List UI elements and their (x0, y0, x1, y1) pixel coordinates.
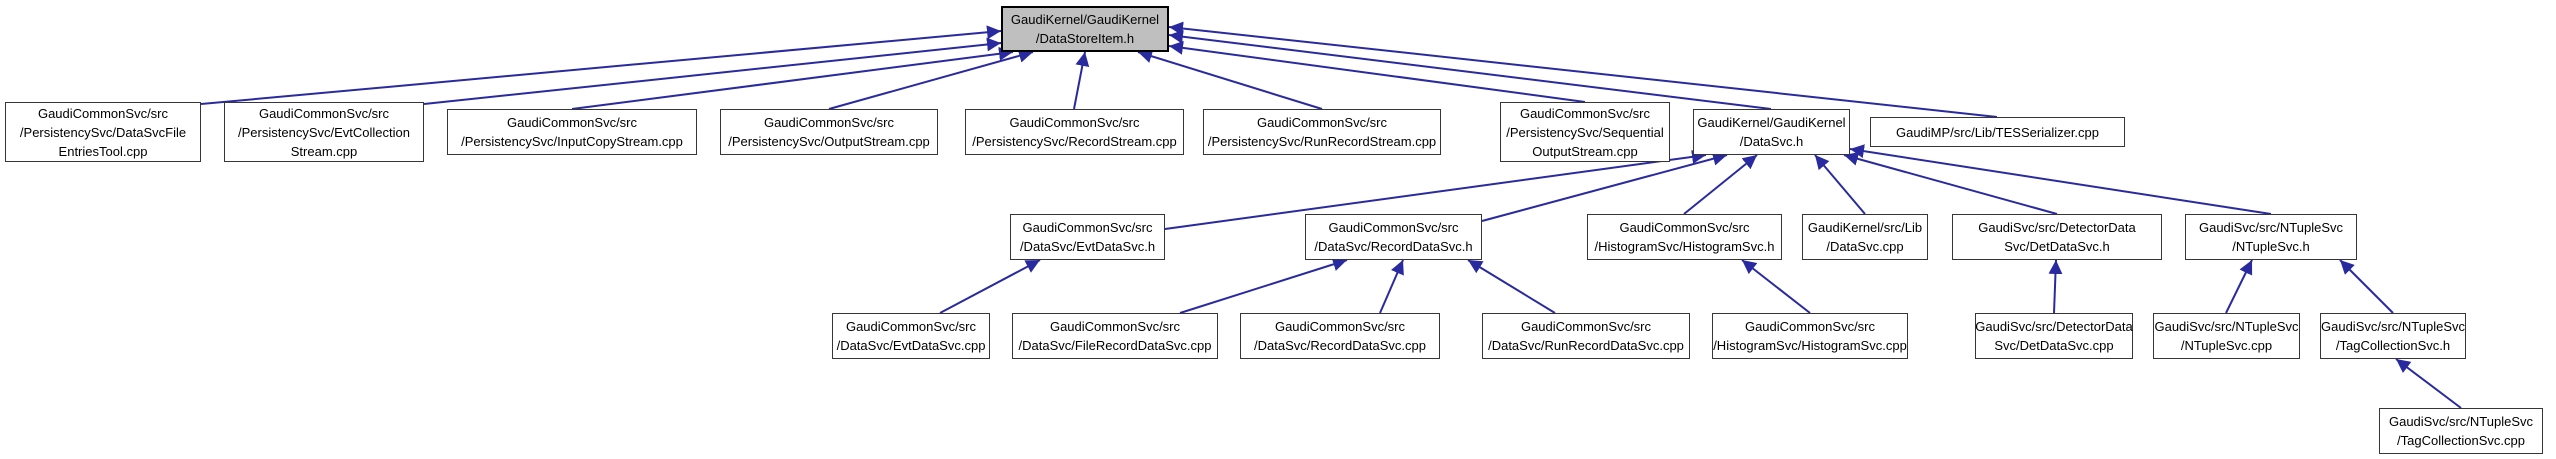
edge-n5-n0 (1073, 51, 1090, 110)
edge-n8-n0 (1168, 29, 1772, 110)
edge-n4-n0 (828, 49, 1034, 110)
node-evtdatasvc-h[interactable]: GaudiCommonSvc/src /DataSvc/EvtDataSvc.h (1010, 214, 1165, 260)
node-evtdatasvc-cpp[interactable]: GaudiCommonSvc/src /DataSvc/EvtDataSvc.c… (832, 313, 990, 359)
node-datasvc-cpp[interactable]: GaudiKernel/src/Lib /DataSvc.cpp (1802, 214, 1928, 260)
edge-n19-n11 (1467, 259, 1556, 314)
edge-n3-n0 (571, 46, 1014, 110)
edge-n20-n12 (1741, 259, 1811, 314)
node-detdatasvc-h[interactable]: GaudiSvc/src/DetectorData Svc/DetDataSvc… (1952, 214, 2162, 260)
node-recorddatasvc-cpp[interactable]: GaudiCommonSvc/src /DataSvc/RecordDataSv… (1240, 313, 1440, 359)
edge-n10-n8 (1164, 149, 1707, 230)
node-histogramsvc-cpp[interactable]: GaudiCommonSvc/src /HistogramSvc/Histogr… (1712, 313, 1908, 359)
node-filerecorddatasvc-cpp[interactable]: GaudiCommonSvc/src /DataSvc/FileRecordDa… (1012, 313, 1218, 359)
edge-n9-n0 (1168, 21, 1998, 118)
edge-n21-n14 (2048, 259, 2063, 314)
edge-n22-n15 (2225, 259, 2253, 314)
edge-n11-n8 (1481, 151, 1728, 222)
node-tagcollectionsvc-h[interactable]: GaudiSvc/src/NTupleSvc /TagCollectionSvc… (2320, 313, 2466, 359)
edge-n6-n0 (1137, 49, 1323, 110)
node-tesserializer-cpp[interactable]: GaudiMP/src/Lib/TESSerializer.cpp (1870, 117, 2125, 147)
edge-n1-n0 (200, 25, 1002, 105)
node-runrecordstream-cpp[interactable]: GaudiCommonSvc/src /PersistencySvc/RunRe… (1203, 109, 1441, 155)
node-recorddatasvc-h[interactable]: GaudiCommonSvc/src /DataSvc/RecordDataSv… (1305, 214, 1482, 260)
edge-n24-n23 (2395, 358, 2462, 409)
node-ntuplesvc-h[interactable]: GaudiSvc/src/NTupleSvc /NTupleSvc.h (2185, 214, 2357, 260)
edge-n14-n8 (1843, 151, 2058, 215)
node-recordstream-cpp[interactable]: GaudiCommonSvc/src /PersistencySvc/Recor… (965, 109, 1184, 155)
node-outputstream-cpp[interactable]: GaudiCommonSvc/src /PersistencySvc/Outpu… (720, 109, 938, 155)
node-runrecorddatasvc-cpp[interactable]: GaudiCommonSvc/src /DataSvc/RunRecordDat… (1482, 313, 1690, 359)
edge-n23-n15 (2339, 259, 2394, 314)
node-histogramsvc-h[interactable]: GaudiCommonSvc/src /HistogramSvc/Histogr… (1587, 214, 1782, 260)
node-evtcollectionstream-cpp[interactable]: GaudiCommonSvc/src /PersistencySvc/EvtCo… (224, 102, 424, 162)
node-datasvc-h[interactable]: GaudiKernel/GaudiKernel /DataSvc.h (1693, 109, 1850, 155)
edge-n15-n8 (1849, 144, 2272, 215)
edge-n7-n0 (1168, 40, 1586, 103)
node-ntuplesvc-cpp[interactable]: GaudiSvc/src/NTupleSvc /NTupleSvc.cpp (2153, 313, 2300, 359)
edge-n17-n11 (1179, 257, 1348, 314)
edge-n18-n11 (1379, 259, 1404, 314)
edge-n16-n10 (939, 259, 1041, 314)
node-detdatasvc-cpp[interactable]: GaudiSvc/src/DetectorData Svc/DetDataSvc… (1975, 313, 2133, 359)
node-datastoreitem-h[interactable]: GaudiKernel/GaudiKernel /DataStoreItem.h (1001, 6, 1169, 52)
node-sequentialoutputstream-cpp[interactable]: GaudiCommonSvc/src /PersistencySvc/Seque… (1500, 102, 1670, 162)
node-inputcopystream-cpp[interactable]: GaudiCommonSvc/src /PersistencySvc/Input… (447, 109, 697, 155)
edge-n12-n8 (1683, 154, 1758, 215)
node-tagcollectionsvc-cpp[interactable]: GaudiSvc/src/NTupleSvc /TagCollectionSvc… (2379, 408, 2543, 454)
edge-n13-n8 (1814, 154, 1866, 215)
edge-n2-n0 (423, 37, 1002, 105)
node-datasvcfileentriestool-cpp[interactable]: GaudiCommonSvc/src /PersistencySvc/DataS… (5, 102, 201, 162)
